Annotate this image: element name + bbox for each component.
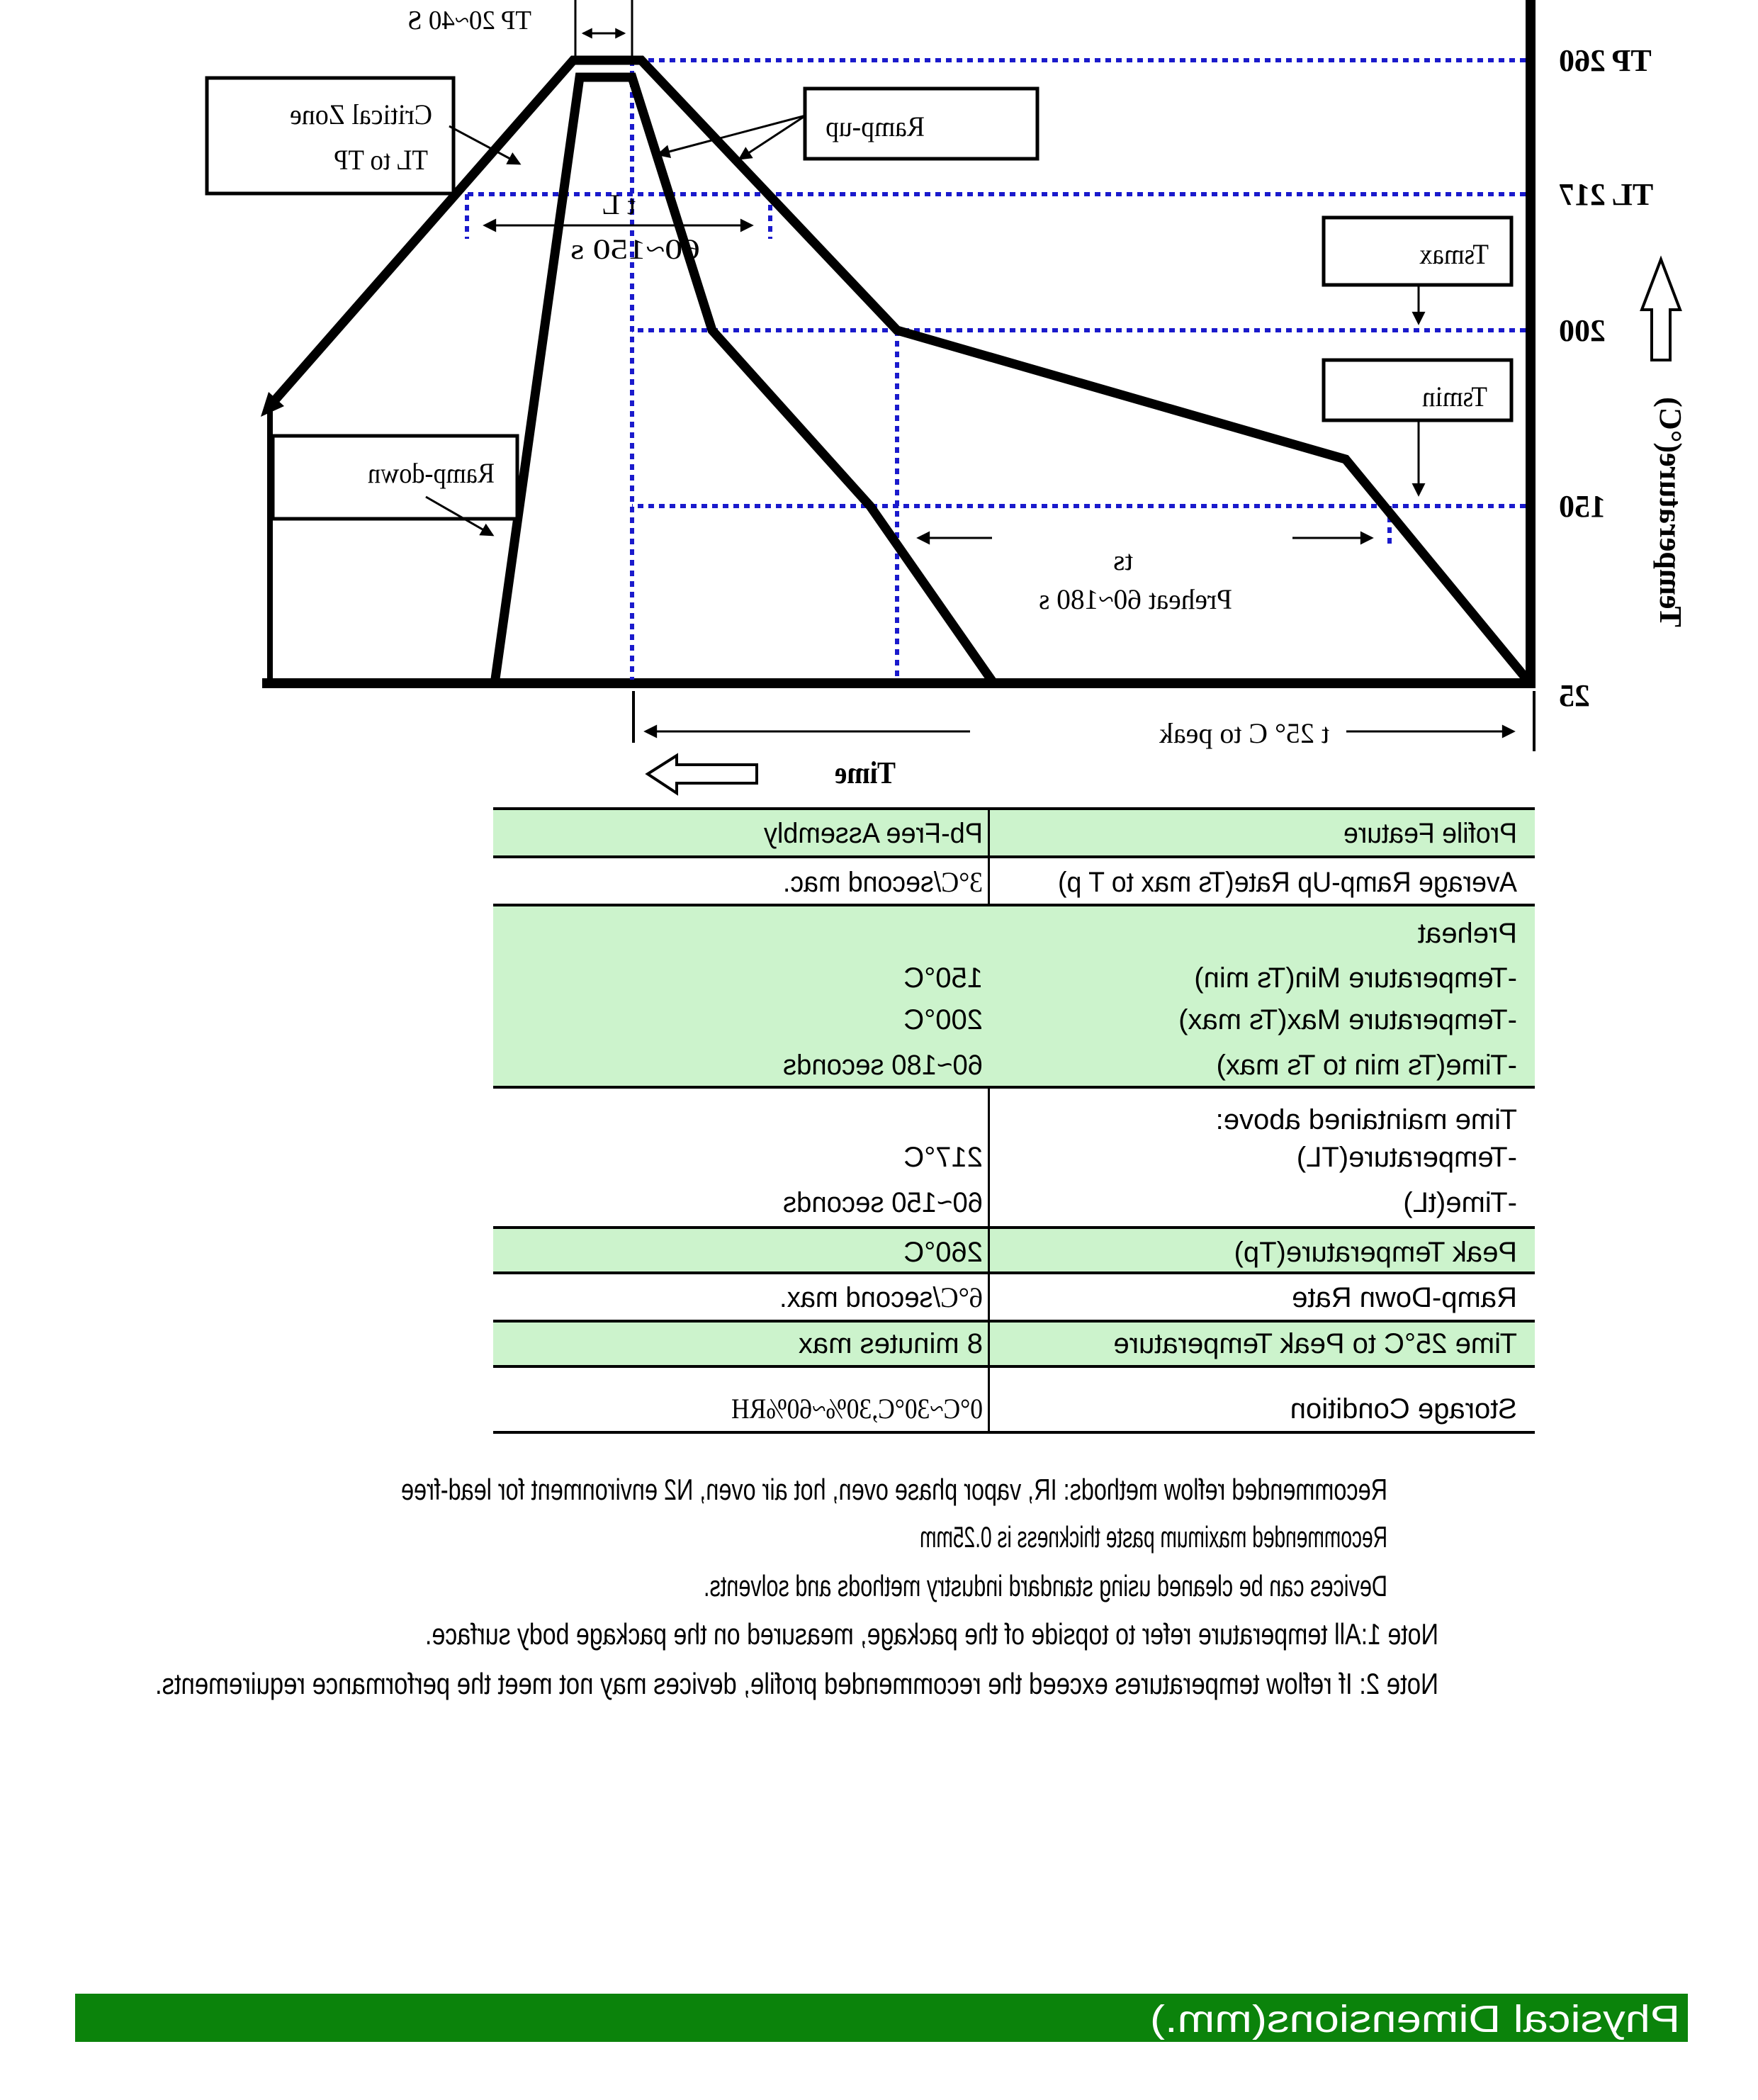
svg-text:Ramp-Down Rate: Ramp-Down Rate xyxy=(1292,1282,1517,1313)
svg-text:200°C: 200°C xyxy=(903,1004,983,1035)
svg-text:25: 25 xyxy=(1559,678,1590,713)
svg-text:Physical Dimensions(mm.): Physical Dimensions(mm.) xyxy=(1150,1998,1680,2040)
svg-text:Preheat 60~180 s: Preheat 60~180 s xyxy=(1039,583,1232,615)
svg-text:TP 20~40 S: TP 20~40 S xyxy=(407,6,531,35)
svg-text:Note 1:All temperature refer t: Note 1:All temperature refer to topside … xyxy=(425,1617,1438,1651)
svg-text:Tsmax: Tsmax xyxy=(1419,238,1489,270)
svg-text:Ramp-up: Ramp-up xyxy=(826,111,925,142)
svg-text:60~180 seconds: 60~180 seconds xyxy=(783,1050,983,1081)
svg-text:8 minutes max: 8 minutes max xyxy=(799,1328,983,1359)
svg-text:-Temperature(TL): -Temperature(TL) xyxy=(1297,1142,1517,1173)
svg-text:-Temperature Max(Ts max): -Temperature Max(Ts max) xyxy=(1178,1004,1517,1035)
svg-text:Peak Temperature(Tp): Peak Temperature(Tp) xyxy=(1234,1237,1517,1268)
svg-text:Average Ramp-Up Rate(Ts max to: Average Ramp-Up Rate(Ts max to T p) xyxy=(1058,867,1517,898)
svg-text:Time: Time xyxy=(835,756,896,790)
svg-text:150: 150 xyxy=(1559,489,1606,524)
svg-text:Time maintained above:: Time maintained above: xyxy=(1216,1104,1517,1135)
svg-text:Note 2: If reflow temperatures: Note 2: If reflow temperatures exceed th… xyxy=(155,1667,1438,1700)
svg-text:6°C/second max.: 6°C/second max. xyxy=(779,1281,983,1313)
svg-text:Recommended maximum paste thic: Recommended maximum paste thickness is 0… xyxy=(920,1520,1387,1554)
svg-text:t L: t L xyxy=(602,189,636,220)
svg-text:Critical Zone: Critical Zone xyxy=(290,99,432,130)
svg-text:Temperature(°C): Temperature(°C) xyxy=(1653,397,1688,627)
svg-text:0°C~30°C,30%~60%RH: 0°C~30°C,30%~60%RH xyxy=(731,1393,983,1425)
svg-text:Storage Condition: Storage Condition xyxy=(1290,1393,1517,1425)
svg-text:ts: ts xyxy=(1113,544,1133,576)
svg-text:150°C: 150°C xyxy=(903,962,983,994)
svg-text:Tsmin: Tsmin xyxy=(1422,381,1487,412)
svg-text:Recommended reflow methods: IR: Recommended reflow methods: IR, vapor ph… xyxy=(401,1473,1387,1506)
svg-text:-Temperature Min(Ts min): -Temperature Min(Ts min) xyxy=(1194,962,1517,994)
svg-text:t 25° C to peak: t 25° C to peak xyxy=(1159,717,1329,749)
svg-text:-Time(Ts min to Ts max): -Time(Ts min to Ts max) xyxy=(1217,1050,1517,1081)
svg-text:TP 260: TP 260 xyxy=(1559,43,1652,78)
svg-text:Preheat: Preheat xyxy=(1418,918,1517,949)
svg-text:60~150 s: 60~150 s xyxy=(570,233,700,265)
svg-text:TL 217: TL 217 xyxy=(1559,177,1653,212)
svg-text:200: 200 xyxy=(1559,313,1606,348)
svg-text:Profile Feature: Profile Feature xyxy=(1343,818,1517,849)
svg-text:Pb-Free Assembly: Pb-Free Assembly xyxy=(764,818,983,849)
svg-text:60~150 seconds: 60~150 seconds xyxy=(783,1187,983,1218)
svg-text:260°C: 260°C xyxy=(903,1237,983,1268)
svg-text:TL to TP: TL to TP xyxy=(334,144,428,176)
svg-text:Ramp-down: Ramp-down xyxy=(368,457,495,489)
svg-text:217°C: 217°C xyxy=(903,1142,983,1173)
svg-text:Time 25°C to Peak Temperature: Time 25°C to Peak Temperature xyxy=(1113,1328,1517,1359)
svg-text:-Time(tL): -Time(tL) xyxy=(1403,1187,1517,1218)
svg-text:Devices can be cleaned using s: Devices can be cleaned using standard in… xyxy=(704,1569,1387,1602)
svg-text:3°C/second mac.: 3°C/second mac. xyxy=(783,866,983,898)
